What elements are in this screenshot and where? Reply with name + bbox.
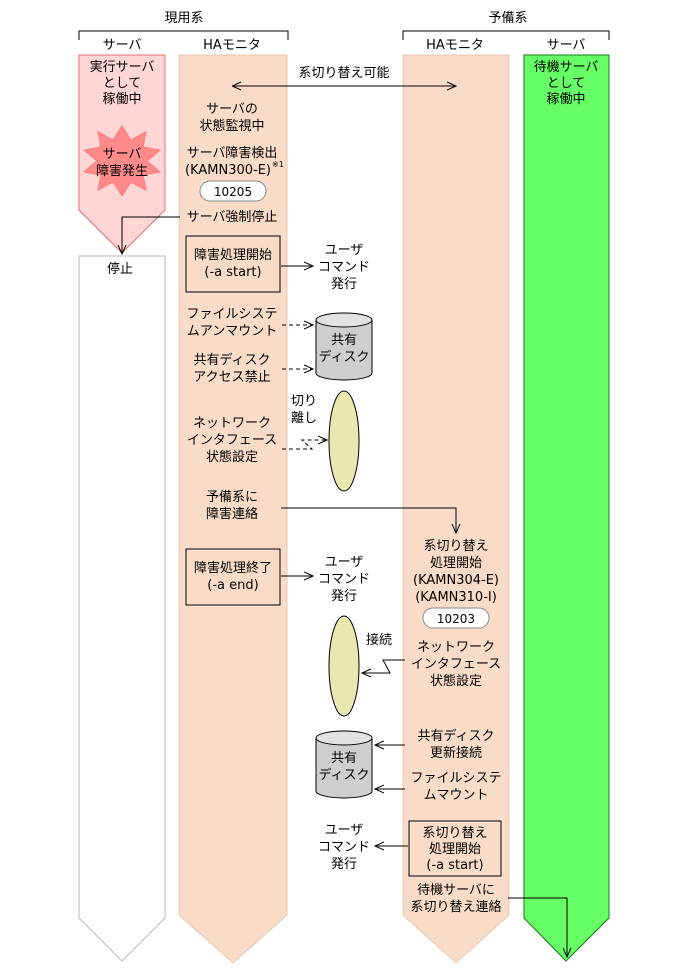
active-server-stopped-label: 停止 <box>107 261 133 277</box>
column-header-active-server: サーバ <box>103 38 142 53</box>
active-group-title: 現用系 <box>164 11 203 26</box>
disk-block-line2: アクセス禁止 <box>193 370 270 385</box>
nic-standby-line3: 状態設定 <box>430 673 482 689</box>
standby-server-state-line2: として <box>547 76 586 91</box>
user-cmd3-line3: 発行 <box>331 857 357 872</box>
standby-group-title: 予備系 <box>488 10 527 26</box>
message-code-badge-active <box>199 180 267 202</box>
column-header-standby-server: サーバ <box>547 38 586 53</box>
column-header-active-ha-monitor: HAモニタ <box>203 38 261 53</box>
active-server-state-line1: 実行サーバ <box>90 59 155 75</box>
monitoring-line1: サーバの <box>206 102 258 117</box>
failure-burst-icon <box>82 125 162 197</box>
force-stop-arrow <box>122 216 180 254</box>
nic-detach-arrow <box>282 440 327 450</box>
message-code-active: 10205 <box>214 185 252 199</box>
user-cmd2-line1: ユーザ <box>325 555 364 570</box>
switch-box-line2: 処理開始 <box>429 842 481 857</box>
failure-line1: サーバ <box>103 147 142 162</box>
switch-start-line1: 系切り替え <box>423 539 488 554</box>
user-cmd1-line3: 発行 <box>331 277 357 292</box>
failure-start-line2: (-a start) <box>204 265 261 280</box>
fs-mount-line2: ムマウント <box>423 788 488 803</box>
message-code-badge-standby <box>422 607 490 629</box>
disk-block-line1: 共有ディスク <box>193 352 270 368</box>
force-stop-label: サーバ強制停止 <box>187 209 278 225</box>
failure-start-line1: 障害処理開始 <box>194 247 272 263</box>
switch-start-box <box>408 820 502 877</box>
detect-line2: (KAMN300-E) <box>185 163 271 178</box>
failure-end-box <box>185 548 281 606</box>
notify-server-line2: 系切り替え連絡 <box>410 899 501 915</box>
standby-group-bracket <box>402 30 610 40</box>
nic-active-line1: ネットワーク <box>193 416 271 431</box>
nic-active-line2: インタフェース <box>187 433 277 448</box>
connect-label: 接続 <box>366 632 392 648</box>
user-cmd3-line2: コマンド <box>318 840 370 855</box>
user-cmd1-line2: コマンド <box>318 260 370 275</box>
notify-standby-arrow <box>281 507 456 533</box>
user-cmd2-line2: コマンド <box>318 572 370 587</box>
detect-line1: サーバ障害検出 <box>187 145 278 161</box>
switch-start-line3: (KAMN304-E) <box>413 573 499 588</box>
standby-server-lane <box>523 54 610 962</box>
shared-disk-icon-top: 共有 ディスク <box>315 312 373 381</box>
network-interface-ellipse-connect <box>328 615 360 717</box>
user-cmd2-line3: 発行 <box>331 589 357 604</box>
failure-start-box <box>185 235 281 293</box>
shared-disk-top-line2: ディスク <box>318 349 369 365</box>
switch-box-line3: (-a start) <box>426 858 483 873</box>
user-cmd1-line1: ユーザ <box>325 243 364 258</box>
shared-disk-icon-bottom: 共有 ディスク <box>315 730 373 799</box>
active-server-stopped-lane <box>78 255 166 962</box>
disk-connect-line1: 共有ディスク <box>417 728 494 744</box>
monitoring-line2: 状態監視中 <box>199 118 264 134</box>
failure-end-line1: 障害処理終了 <box>194 560 272 576</box>
active-ha-monitor-lane <box>178 54 288 964</box>
standby-group-header: 予備系 <box>402 10 610 40</box>
notify-server-line1: 待機サーバに <box>417 883 495 898</box>
detach-line1: 切り <box>291 394 317 409</box>
switch-start-line4: (KAMN310-I) <box>415 590 497 605</box>
fs-unmount-line1: ファイルシステ <box>186 307 277 322</box>
nic-connect-arrow <box>362 659 405 673</box>
network-interface-ellipse-detach <box>328 390 360 492</box>
active-server-state-line2: として <box>103 76 142 91</box>
detach-line2: 離し <box>291 411 317 426</box>
user-cmd3-line1: ユーザ <box>325 823 364 838</box>
notify-standby-line1: 予備系に <box>206 489 258 505</box>
failure-end-line2: (-a end) <box>207 578 258 593</box>
switch-start-line2: 処理開始 <box>430 556 482 571</box>
notify-server-arrow <box>508 897 567 957</box>
notify-standby-line2: 障害連絡 <box>206 506 258 522</box>
shared-disk-bottom-line2: ディスク <box>318 767 369 783</box>
standby-server-state-line1: 待機サーバ <box>534 60 599 75</box>
nic-active-line3: 状態設定 <box>206 449 258 465</box>
message-code-standby: 10203 <box>437 612 475 626</box>
nic-standby-line1: ネットワーク <box>417 640 495 655</box>
nic-standby-line2: インタフェース <box>411 657 501 672</box>
note-mark: ※1 <box>272 160 284 169</box>
shared-disk-top-line1: 共有 <box>331 333 357 348</box>
active-group-bracket <box>78 30 289 40</box>
column-header-standby-ha-monitor: HAモニタ <box>426 38 484 53</box>
switch-box-line1: 系切り替え <box>422 826 487 841</box>
failure-line2: 障害発生 <box>96 163 148 179</box>
shared-disk-bottom-line1: 共有 <box>331 751 357 766</box>
active-server-state-line3: 稼働中 <box>102 92 141 107</box>
fs-mount-line1: ファイルシステ <box>410 771 501 786</box>
switchover-possible-label: 系切り替え可能 <box>298 66 389 81</box>
disk-connect-line2: 更新接続 <box>430 745 482 761</box>
standby-server-state-line3: 稼働中 <box>546 92 585 107</box>
fs-unmount-line2: ムアンマウント <box>187 324 277 339</box>
active-group-header: 現用系 <box>78 11 289 40</box>
